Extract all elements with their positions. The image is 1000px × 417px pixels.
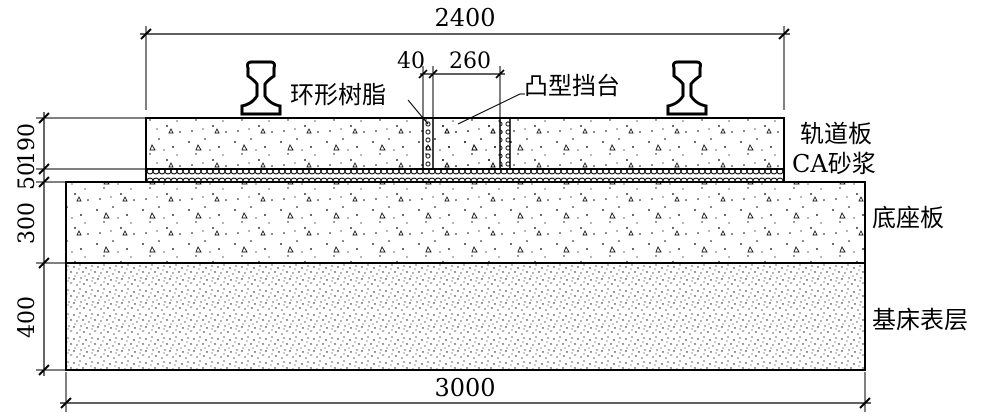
convex-boss xyxy=(433,118,500,169)
boss-label: 凸型挡台 xyxy=(524,72,620,100)
ca-mortar-label: CA砂浆 xyxy=(792,150,876,178)
track-slab-width-dimension: 2400 xyxy=(140,4,790,110)
right-rail xyxy=(666,60,708,116)
resin-leader-line xyxy=(407,99,429,125)
subgrade-label: 基床表层 xyxy=(872,306,968,334)
boss-width-label: 260 xyxy=(449,49,491,74)
resin-label: 环形树脂 xyxy=(290,81,386,109)
track-slab-label: 轨道板 xyxy=(800,120,872,148)
height-dimensions: 190 50 300 400 xyxy=(15,112,146,376)
base-slab-width-dimension: 3000 xyxy=(60,372,871,412)
resin-strip-right xyxy=(499,117,511,170)
subgrade-surface-layer xyxy=(65,262,866,371)
resin-boss-dimension: 40 260 xyxy=(397,49,505,118)
ca-mortar-height-label: 50 xyxy=(15,162,40,190)
subgrade-height-label: 400 xyxy=(15,296,40,338)
track-slab-width-label: 2400 xyxy=(434,4,495,32)
resin-strip-left xyxy=(422,117,434,170)
base-slab-width-label: 3000 xyxy=(434,374,495,402)
ca-mortar-layer xyxy=(145,168,785,183)
track-slab-height-label: 190 xyxy=(15,123,40,165)
left-rail xyxy=(240,60,282,116)
resin-width-label: 40 xyxy=(397,49,425,74)
base-slab-height-label: 300 xyxy=(15,202,40,244)
boss-leader-line xyxy=(457,93,521,125)
base-slab-label: 底座板 xyxy=(872,204,944,232)
base-slab xyxy=(65,181,866,264)
